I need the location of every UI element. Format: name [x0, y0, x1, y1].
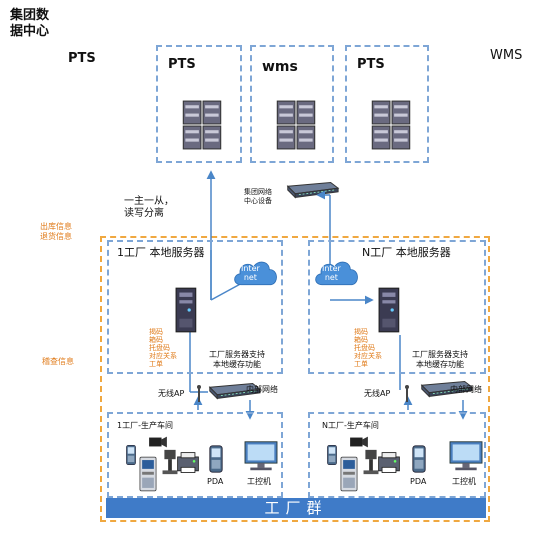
factory1-workshop-box: 1工厂-生产车间 PDA 工控机: [107, 412, 283, 498]
factory1-code-list: 揭码 箱码 托盘码 对应关系 工单: [149, 328, 177, 368]
hq-server-label: wms: [262, 59, 298, 75]
factory1-ipc-label: 工控机: [247, 477, 271, 486]
master-slave-note: 一主一从， 读写分离: [124, 196, 174, 219]
factoryN-cache-note: 工厂服务器支持 本地缓存功能: [412, 350, 468, 369]
group-network-label: 集团网络 中心设备: [244, 188, 272, 205]
hq-title: 集团数 据中心: [10, 8, 50, 39]
factoryN-ipc-label: 工控机: [452, 477, 476, 486]
pda-icon: [207, 444, 225, 474]
factory-group-label: 工厂群: [264, 499, 328, 517]
factory-group-box: [100, 236, 490, 522]
local-server-icon: [376, 286, 404, 334]
printer-icon: [376, 450, 402, 476]
audit-info: 稽查信息: [42, 357, 74, 366]
factory1-cache-note: 工厂服务器支持 本地缓存功能: [209, 350, 265, 369]
factory-group-bar: 工厂群: [106, 498, 486, 518]
factoryN-workshop-box: N工厂-生产车间 PDA 工控机: [308, 412, 486, 498]
factoryN-pda-label: PDA: [410, 477, 427, 486]
wireless-ap-icon: [402, 384, 412, 404]
factoryN-internal-network-label: 内部网络: [450, 385, 482, 394]
factoryN-workshop-title: N工厂-生产车间: [322, 421, 379, 430]
hq-server-label: PTS: [168, 57, 196, 72]
factory1-workshop-title: 1工厂-生产车间: [117, 421, 173, 430]
kiosk-terminal-icon: [137, 454, 159, 494]
hq-wms-label: WMS: [490, 48, 523, 63]
factoryN-server-box: N工厂 本地服务器 Inter net 揭码 箱码 托盘码 对应关系 工单 工厂…: [308, 240, 486, 374]
hq-pts-label: PTS: [68, 51, 96, 66]
hq-server-box-pts-1: PTS: [156, 45, 242, 163]
wireless-ap-icon: [194, 384, 204, 404]
internet-label: Inter net: [241, 264, 260, 282]
factoryN-wireless-ap-label: 无线AP: [364, 389, 391, 398]
factory1-server-title: 1工厂 本地服务器: [117, 246, 205, 259]
internet-label: Inter net: [322, 264, 341, 282]
factory1-internal-network-label: 内部网络: [246, 385, 278, 394]
industrial-pc-icon: [243, 440, 279, 472]
factoryN-code-list: 揭码 箱码 托盘码 对应关系 工单: [354, 328, 382, 368]
pda-icon: [410, 444, 428, 474]
hq-server-label: PTS: [357, 57, 385, 72]
factory1-pda-label: PDA: [207, 477, 224, 486]
factoryN-server-title: N工厂 本地服务器: [362, 246, 451, 259]
factory1-wireless-ap-label: 无线AP: [158, 389, 185, 398]
kiosk-terminal-icon: [338, 454, 360, 494]
factory1-server-box: 1工厂 本地服务器 Inter net 揭码 箱码 托盘码 对应关系 工单 工厂…: [107, 240, 283, 374]
hq-server-box-pts-2: PTS: [345, 45, 429, 163]
printer-icon: [175, 450, 201, 476]
outbound-return-info: 出库信息 退货信息: [40, 222, 72, 241]
hq-server-box-wms: wms: [250, 45, 334, 163]
industrial-pc-icon: [448, 440, 484, 472]
local-server-icon: [173, 286, 201, 334]
